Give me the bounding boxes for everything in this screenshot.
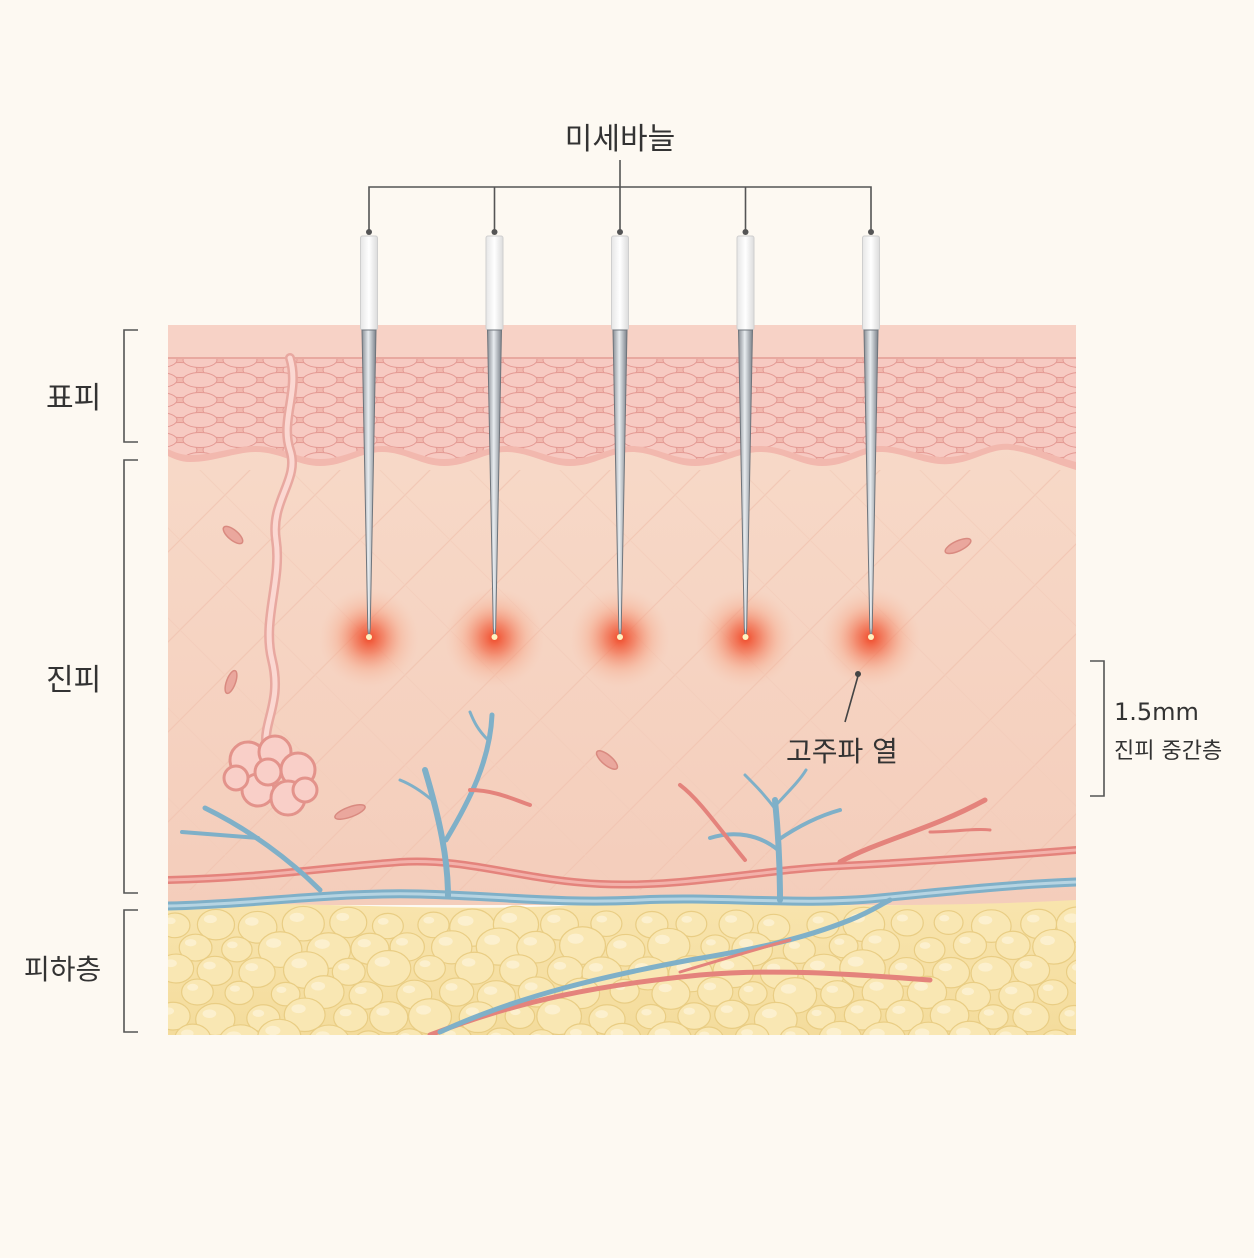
- depth-value-label: 1.5mm: [1114, 698, 1199, 726]
- dermis-bracket: [124, 460, 138, 893]
- needle-label-bracket: [369, 160, 871, 230]
- epidermis-bracket: [124, 330, 138, 442]
- heat-label: 고주파 열: [786, 730, 898, 770]
- depth-layer-label: 진피 중간층: [1114, 733, 1222, 765]
- epidermis-label: 표피: [46, 373, 101, 417]
- skin-layers: [156, 325, 1123, 1061]
- subcutaneous-label: 피하층: [24, 948, 101, 988]
- needles-label: 미세바늘: [0, 114, 1240, 158]
- depth-bracket: [1090, 661, 1104, 796]
- subcutaneous-bracket: [124, 910, 138, 1032]
- layer-brackets: [124, 330, 138, 1032]
- dermis-label: 진피: [46, 655, 101, 699]
